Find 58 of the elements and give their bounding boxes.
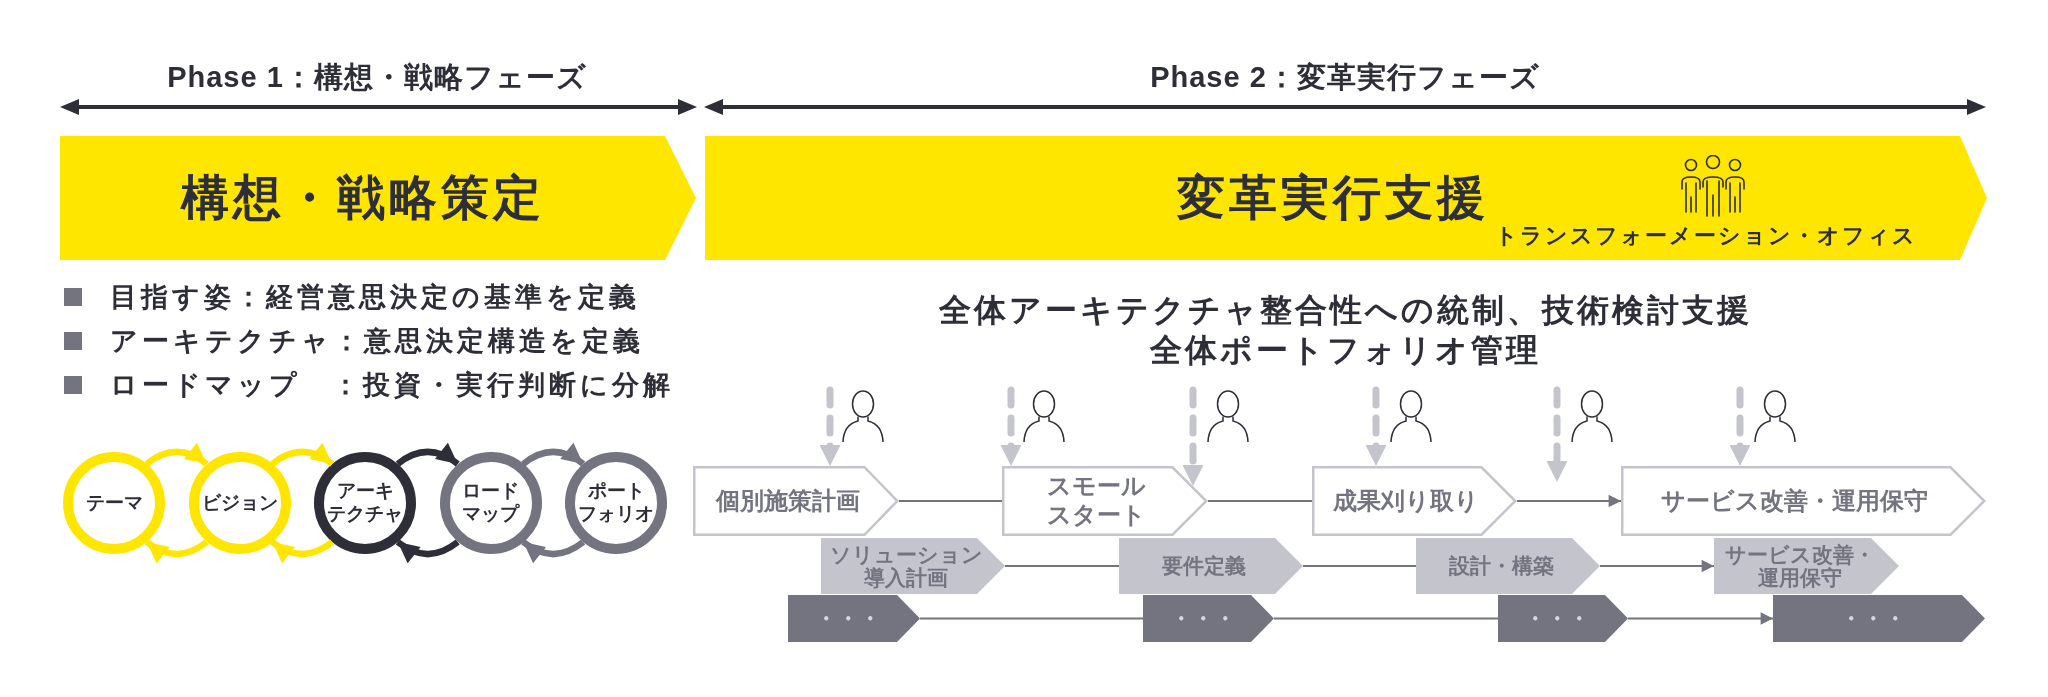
bullet-text: 目指す姿：経営意思決定の基準を定義 bbox=[110, 283, 640, 311]
connector-line bbox=[1004, 565, 1120, 567]
cycle-arrow bbox=[144, 443, 209, 467]
cycle-arrow bbox=[395, 539, 460, 563]
step-label: サービス改善・運用保守 bbox=[1661, 486, 1929, 516]
ellipsis-text: ・・・ bbox=[1840, 607, 1907, 630]
process-step bbox=[1312, 466, 1517, 536]
connector-line bbox=[1273, 617, 1499, 620]
phase-heading: Phase 1：構想・戦略フェーズ bbox=[167, 62, 587, 92]
process-step bbox=[693, 466, 899, 536]
cycle-arrow bbox=[395, 443, 460, 467]
phase-title: 構想・戦略策定 bbox=[180, 174, 545, 222]
sub-process-step bbox=[1714, 538, 1899, 594]
summary-text: 全体アーキテクチャ整合性への統制、技術検討支援 bbox=[938, 294, 1752, 326]
bullet-text: ロードマップ ：投資・実行判断に分解 bbox=[110, 371, 674, 399]
connector-line bbox=[1207, 500, 1313, 502]
circle-label: ロードマップ bbox=[462, 480, 519, 526]
connector-arrow bbox=[1627, 612, 1774, 625]
bullet-text: アーキテクチャ：意思決定構造を定義 bbox=[110, 327, 644, 355]
summary-text: 全体ポートフォリオ管理 bbox=[1149, 334, 1541, 366]
cycle-arrow bbox=[521, 443, 586, 467]
cycle-arrow bbox=[521, 539, 586, 563]
connector-line bbox=[898, 500, 1003, 502]
connector-line bbox=[919, 617, 1144, 620]
cycle-arrow bbox=[144, 539, 209, 563]
circle-label: ポートフォリオ bbox=[578, 480, 654, 526]
connector-arrow bbox=[1599, 559, 1715, 573]
phase-title: 変革実行支援 bbox=[1176, 174, 1489, 222]
process-step bbox=[1621, 466, 1986, 536]
step-label: スモールスタート bbox=[1046, 472, 1146, 530]
circle-label: テーマ bbox=[85, 491, 143, 515]
step-label: 個別施策計画 bbox=[715, 486, 860, 516]
circle-label: ビジョン bbox=[201, 491, 278, 515]
sub-process-step bbox=[1416, 538, 1600, 594]
ellipsis-step bbox=[1773, 595, 1985, 642]
connector-arrow bbox=[1516, 494, 1622, 508]
sub-step-label: サービス改善・運用保守 bbox=[1724, 542, 1875, 590]
office-label: トランスフォーメーション・オフィス bbox=[1495, 225, 1917, 247]
connector-line bbox=[1302, 565, 1417, 567]
ellipsis-step bbox=[788, 595, 920, 642]
ellipsis-step bbox=[1498, 595, 1628, 642]
step-label: 成果刈り取り bbox=[1332, 486, 1479, 516]
ellipsis-text: ・・・ bbox=[815, 607, 882, 630]
ellipsis-step bbox=[1143, 595, 1274, 642]
circle-label: アーキテクチャ bbox=[327, 480, 403, 526]
ellipsis-text: ・・・ bbox=[1169, 607, 1236, 630]
cycle-arrow bbox=[270, 443, 335, 467]
sub-process-step bbox=[821, 538, 1005, 594]
sub-step-label: ソリューション導入計画 bbox=[829, 542, 983, 590]
phase-heading: Phase 2：変革実行フェーズ bbox=[1150, 62, 1540, 92]
ellipsis-text: ・・・ bbox=[1524, 607, 1591, 630]
phase-banner bbox=[705, 136, 1987, 260]
process-step bbox=[1002, 466, 1208, 536]
sub-step-label: 設計・構築 bbox=[1448, 554, 1554, 578]
sub-process-step bbox=[1119, 538, 1303, 594]
phase-banner bbox=[60, 136, 696, 260]
sub-step-label: 要件定義 bbox=[1162, 554, 1246, 578]
cycle-arrow bbox=[270, 539, 335, 563]
